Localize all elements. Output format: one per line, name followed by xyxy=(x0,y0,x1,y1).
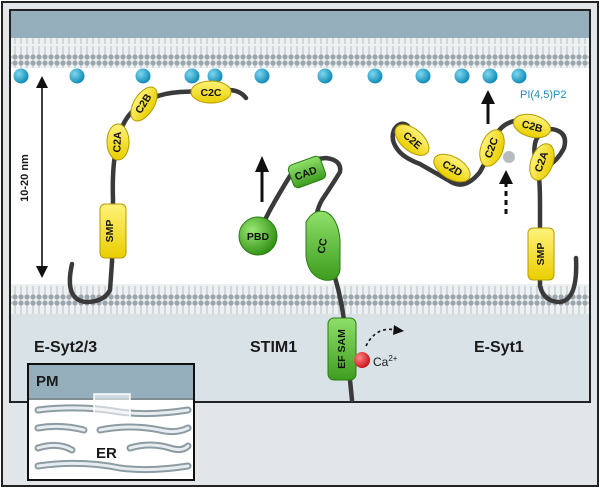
esyt1-smp-label: SMP xyxy=(535,243,547,266)
stim1-protein: CAD PBD CC EF SAM Ca2+ xyxy=(238,155,404,403)
esyt1-name: E-Syt1 xyxy=(474,339,524,356)
esyt1-c2e-domain xyxy=(394,124,430,156)
esyt1-c2b-label: C2B xyxy=(520,118,544,135)
pip2-headgroup xyxy=(254,68,270,84)
pip2-headgroup xyxy=(454,68,470,84)
stim1-cc-domain xyxy=(305,210,341,281)
esyt23-name: E-Syt2/3 xyxy=(34,339,97,356)
esyt23-smp-label: SMP xyxy=(104,220,116,243)
calcium-label: Ca2+ xyxy=(373,354,398,369)
esyt1-c2a-domain xyxy=(529,143,555,181)
esyt1-c2b-domain xyxy=(512,113,552,139)
inset-pm-label: PM xyxy=(36,373,59,390)
esyt23-c2a-label: C2A xyxy=(111,131,124,153)
pip2-headgroup xyxy=(13,68,29,84)
inset-er-label: ER xyxy=(96,445,117,462)
scale-label: 10-20 nm xyxy=(19,154,31,202)
scale-bar: 10-20 nm xyxy=(19,76,48,278)
main-panel xyxy=(9,9,591,403)
pip2-headgroups xyxy=(13,68,527,84)
pip2-headgroup xyxy=(135,68,151,84)
stim1-pbd-domain xyxy=(238,216,278,256)
stim1-name: STIM1 xyxy=(250,339,297,356)
esyt1-c2d-domain xyxy=(433,153,471,183)
stim1-cc-label: CC xyxy=(316,237,331,254)
inset-panel: PM ER xyxy=(27,363,195,481)
esyt1-protein: SMP C2A C2B C2C C2D C2E xyxy=(390,90,579,305)
pip2-label: PI(4,5)P2 xyxy=(520,89,566,101)
esyt23-protein: SMP C2A C2B C2C xyxy=(67,80,249,305)
stim1-efsam-label: EF SAM xyxy=(336,329,348,369)
pip2-headgroup xyxy=(511,68,527,84)
stim1-cad-domain xyxy=(287,155,327,189)
inset-zoom-box xyxy=(93,393,131,423)
esyt1-smp-domain xyxy=(527,227,555,281)
pip2-headgroup xyxy=(367,68,383,84)
er-lipids xyxy=(10,284,590,314)
pip2-headgroup xyxy=(69,68,85,84)
pip2-headgroup xyxy=(207,68,223,84)
esyt23-c2b-domain xyxy=(130,86,158,122)
pip2-headgroup xyxy=(482,68,498,84)
stim1-pbd-label: PBD xyxy=(247,231,270,243)
esyt23-c2c-domain xyxy=(190,80,232,104)
stim1-efsam-domain xyxy=(327,317,357,381)
esyt23-smp-domain xyxy=(99,203,127,259)
esyt1-c2c-domain xyxy=(479,129,505,167)
pip2-headgroup xyxy=(415,68,431,84)
esyt23-c2c-label: C2C xyxy=(200,87,221,99)
pip2-headgroup xyxy=(317,68,333,84)
calcium-ion xyxy=(354,352,370,368)
pm-lumen xyxy=(10,10,590,38)
pip2-headgroup xyxy=(184,68,200,84)
pm-lipids xyxy=(10,38,590,68)
calcium-site-dot xyxy=(503,151,515,163)
esyt23-c2a-domain xyxy=(106,123,130,161)
